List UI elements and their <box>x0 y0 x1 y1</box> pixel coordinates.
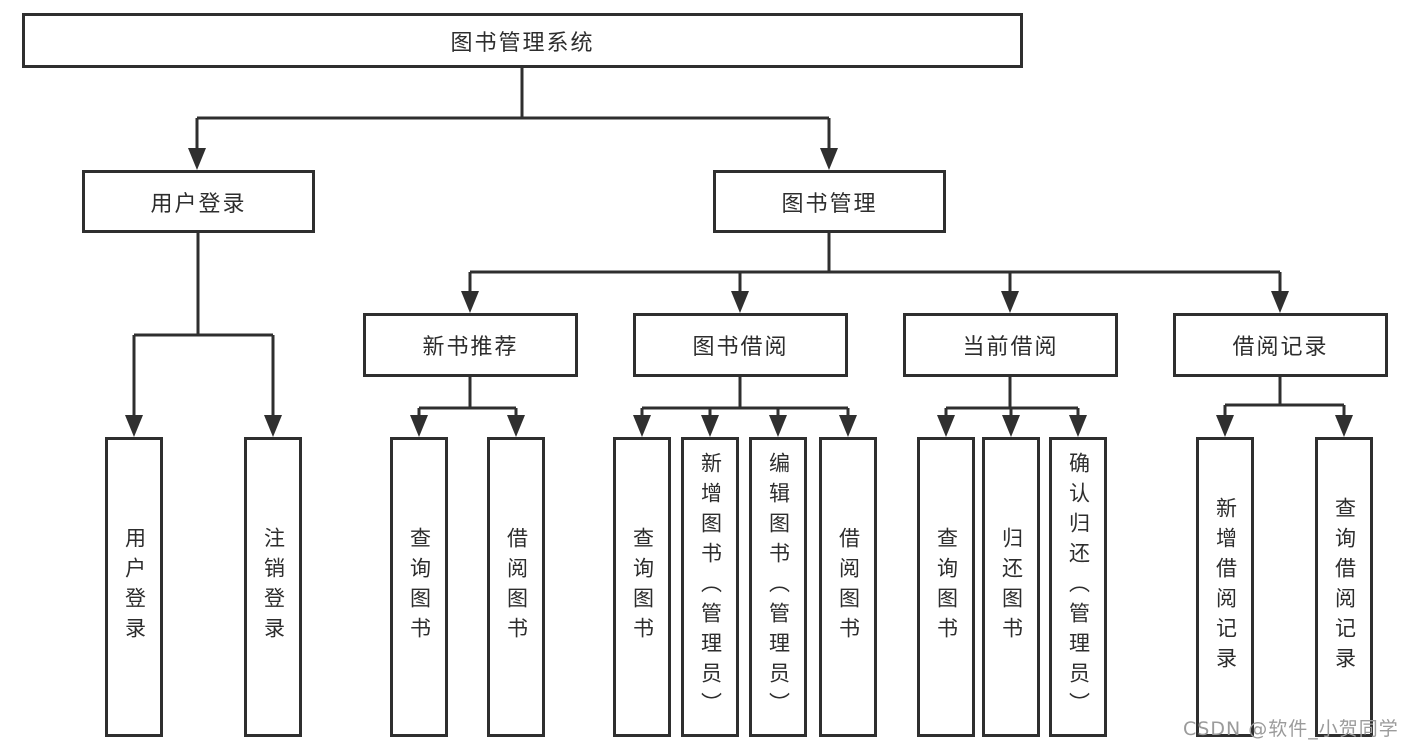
leaf-return-book: 归还图书 <box>982 437 1040 737</box>
node-current-borrow: 当前借阅 <box>903 313 1118 377</box>
leaf-query-books-1: 查询图书 <box>390 437 448 737</box>
leaf-borrow-books-2: 借阅图书 <box>819 437 877 737</box>
leaf-edit-book-admin: 编辑图书（管理员） <box>749 437 807 737</box>
node-label: 借阅记录 <box>1232 335 1329 360</box>
node-library-system: 图书管理系统 <box>22 13 1023 68</box>
node-label: 注销登录 <box>261 527 286 647</box>
watermark: CSDN @软件_小贺同学 <box>1183 718 1399 740</box>
leaf-user-login: 用户登录 <box>105 437 163 737</box>
node-label: 新增借阅记录 <box>1213 497 1238 677</box>
node-label: 用户登录 <box>150 191 247 217</box>
node-book-management: 图书管理 <box>713 170 946 233</box>
node-label: 新书推荐 <box>422 335 519 360</box>
node-label: 查询图书 <box>934 527 959 647</box>
node-label: 查询图书 <box>407 527 432 647</box>
node-label: 图书管理系统 <box>450 30 595 56</box>
leaf-query-books-2: 查询图书 <box>613 437 671 737</box>
leaf-confirm-return-admin: 确认归还（管理员） <box>1049 437 1107 737</box>
leaf-logout: 注销登录 <box>244 437 302 737</box>
node-label: 图书借阅 <box>692 335 789 360</box>
leaf-query-borrow-record: 查询借阅记录 <box>1315 437 1373 737</box>
node-label: 查询图书 <box>630 527 655 647</box>
node-borrow-records: 借阅记录 <box>1173 313 1388 377</box>
node-label: 当前借阅 <box>962 335 1059 360</box>
node-label: 归还图书 <box>999 527 1024 647</box>
node-label: 确认归还（管理员） <box>1066 452 1091 722</box>
leaf-add-book-admin: 新增图书（管理员） <box>681 437 739 737</box>
node-label: 新增图书（管理员） <box>698 452 723 722</box>
node-user-login: 用户登录 <box>82 170 315 233</box>
node-book-borrow: 图书借阅 <box>633 313 848 377</box>
node-label: 查询借阅记录 <box>1332 497 1357 677</box>
leaf-borrow-books-1: 借阅图书 <box>487 437 545 737</box>
leaf-add-borrow-record: 新增借阅记录 <box>1196 437 1254 737</box>
leaf-query-books-3: 查询图书 <box>917 437 975 737</box>
node-label: 借阅图书 <box>836 527 861 647</box>
node-label: 借阅图书 <box>504 527 529 647</box>
node-label: 图书管理 <box>781 191 878 217</box>
node-label: 用户登录 <box>122 527 147 647</box>
node-label: 编辑图书（管理员） <box>766 452 791 722</box>
node-new-book-recommend: 新书推荐 <box>363 313 578 377</box>
